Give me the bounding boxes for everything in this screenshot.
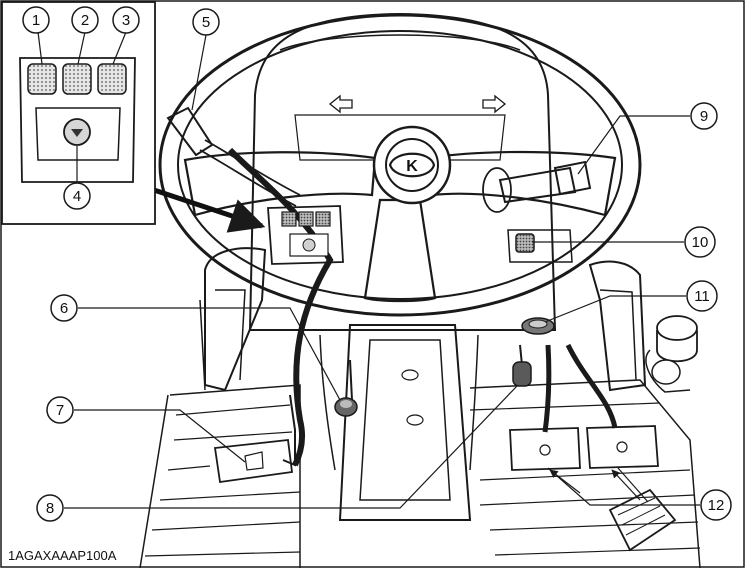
- leader-5: [191, 34, 207, 111]
- callout-11: 11: [686, 280, 718, 312]
- callout-12-label: 12: [708, 497, 725, 514]
- callout-5: 5: [192, 8, 220, 36]
- switch-10: [507, 229, 573, 263]
- leader-9: [577, 115, 690, 175]
- callout-10: 10: [684, 226, 716, 258]
- arrow-12b: [611, 469, 641, 501]
- manufacturer-logo: [388, 152, 436, 178]
- leader-2: [77, 31, 86, 65]
- callout-7: 7: [46, 396, 74, 424]
- item-6-knob: [334, 359, 358, 417]
- callout-3-label: 3: [122, 12, 130, 29]
- callout-10-label: 10: [692, 234, 709, 251]
- leader-lines: [37, 31, 700, 509]
- floor-platform: [139, 379, 701, 568]
- callout-8-label: 8: [46, 500, 54, 517]
- leader-7: [74, 409, 246, 463]
- steering-column: [319, 324, 479, 521]
- callout-3: 3: [112, 6, 140, 34]
- callout-6-label: 6: [60, 300, 68, 317]
- callout-1-label: 1: [32, 12, 40, 29]
- switch-1: [27, 63, 57, 95]
- brake-pedals: [509, 343, 659, 471]
- steering-wheel: K: [158, 13, 642, 317]
- right-turn-indicator-icon: [482, 94, 507, 114]
- callout-4: 4: [63, 182, 91, 210]
- switch-2: [62, 63, 92, 95]
- column-switch-panel: [267, 205, 344, 265]
- callout-8: 8: [36, 494, 64, 522]
- leader-8: [64, 384, 519, 509]
- right-side-container: [645, 315, 698, 393]
- leader-12b: [617, 467, 649, 503]
- callout-11-label: 11: [694, 288, 710, 305]
- callout-4-label: 4: [73, 188, 81, 205]
- leader-1: [37, 31, 43, 65]
- left-lever-knob: [166, 106, 214, 157]
- switch-3: [97, 63, 127, 95]
- leader-12: [547, 467, 700, 506]
- leader-11: [544, 295, 686, 323]
- left-pedal: [213, 394, 296, 484]
- callout-9-label: 9: [700, 108, 708, 125]
- inset-pointer-arrow: [147, 185, 266, 233]
- center-small-pedal: [512, 344, 532, 387]
- right-fender: [588, 260, 647, 392]
- left-fender: [199, 247, 267, 392]
- callout-2: 2: [71, 6, 99, 34]
- switch-4-symbol-icon: [71, 129, 83, 137]
- left-turn-indicator-icon: [328, 94, 353, 114]
- leader-3: [112, 31, 127, 65]
- callout-2-label: 2: [81, 12, 89, 29]
- arrow-12a: [549, 469, 581, 494]
- callout-5-label: 5: [202, 14, 210, 31]
- right-lever: [482, 160, 592, 213]
- callout-9: 9: [690, 102, 718, 130]
- figure-code: 1AGAXAAAP100A: [8, 548, 117, 563]
- callout-1: 1: [22, 6, 50, 34]
- callout-7-label: 7: [56, 402, 64, 419]
- leader-6: [78, 307, 341, 401]
- callout-12: 12: [700, 489, 732, 521]
- logo-letter: K: [406, 158, 418, 175]
- callout-6: 6: [50, 294, 78, 322]
